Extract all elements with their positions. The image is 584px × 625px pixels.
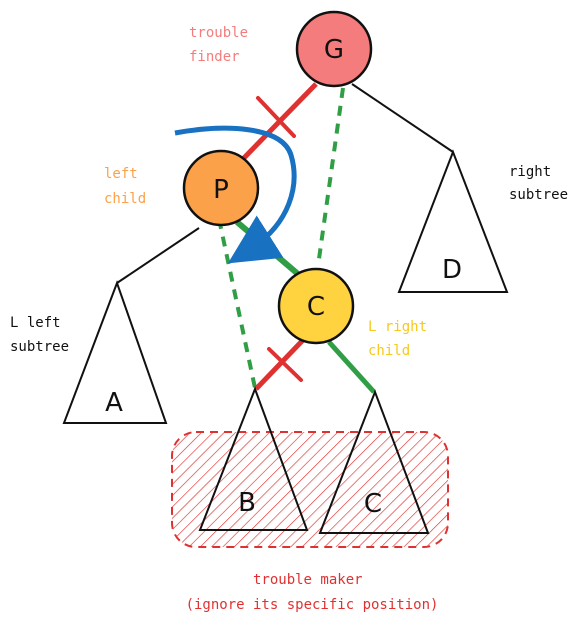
node-label-c: C <box>307 292 325 322</box>
node-label-g: G <box>324 35 344 65</box>
edge-p-b-new <box>217 218 257 389</box>
node-g: G <box>295 10 373 88</box>
label-right-subtree-line-1: right <box>509 164 551 180</box>
node-label-p: P <box>213 175 229 205</box>
label-trouble-finder-line-1: trouble <box>189 25 248 41</box>
subtree-label-a: A <box>105 388 123 418</box>
node-p: P <box>182 149 260 227</box>
subtree-label-c: C <box>364 489 382 519</box>
cut-mark-c-b <box>267 347 303 382</box>
label-left-child-line-1: left <box>104 166 138 182</box>
label-trouble-finder-line-2: finder <box>189 49 240 65</box>
label-right-child: L right child <box>368 319 435 359</box>
edge-p-c-new <box>235 219 300 277</box>
label-trouble-maker: trouble maker (ignore its specific posit… <box>186 572 439 613</box>
label-left-subtree-line-1: L left <box>10 315 61 331</box>
label-left-subtree-line-2: subtree <box>10 339 69 355</box>
subtree-b: B <box>198 386 309 531</box>
label-trouble-maker-line-1: trouble maker <box>253 572 363 588</box>
label-trouble-maker-line-2: (ignore its specific position) <box>186 597 439 613</box>
edge-c-b-cut <box>254 338 305 391</box>
subtree-c: C <box>318 389 430 534</box>
label-right-subtree-line-2: subtree <box>509 187 568 203</box>
label-trouble-finder: trouble finder <box>189 25 256 65</box>
label-right-child-line-1: L right <box>368 319 427 335</box>
trouble-maker-region <box>171 431 449 548</box>
edge-g-c-new <box>316 87 345 267</box>
label-left-subtree: L left subtree <box>10 315 69 355</box>
subtree-label-d: D <box>442 255 462 285</box>
label-right-child-line-2: child <box>368 343 410 359</box>
edge-c-c <box>327 340 376 394</box>
label-left-child-line-2: child <box>104 191 146 207</box>
label-right-subtree: right subtree <box>509 164 568 203</box>
node-c: C <box>277 267 355 345</box>
edge-g-d <box>351 83 454 153</box>
edge-g-p-cut <box>238 82 318 164</box>
subtree-a: A <box>62 280 168 424</box>
cut-mark-g-p <box>256 96 296 138</box>
label-left-child: left child <box>104 166 146 207</box>
subtree-label-b: B <box>238 488 256 518</box>
edge-p-a <box>116 227 200 284</box>
rotation-arrow <box>174 125 297 264</box>
subtree-d: D <box>397 149 509 293</box>
